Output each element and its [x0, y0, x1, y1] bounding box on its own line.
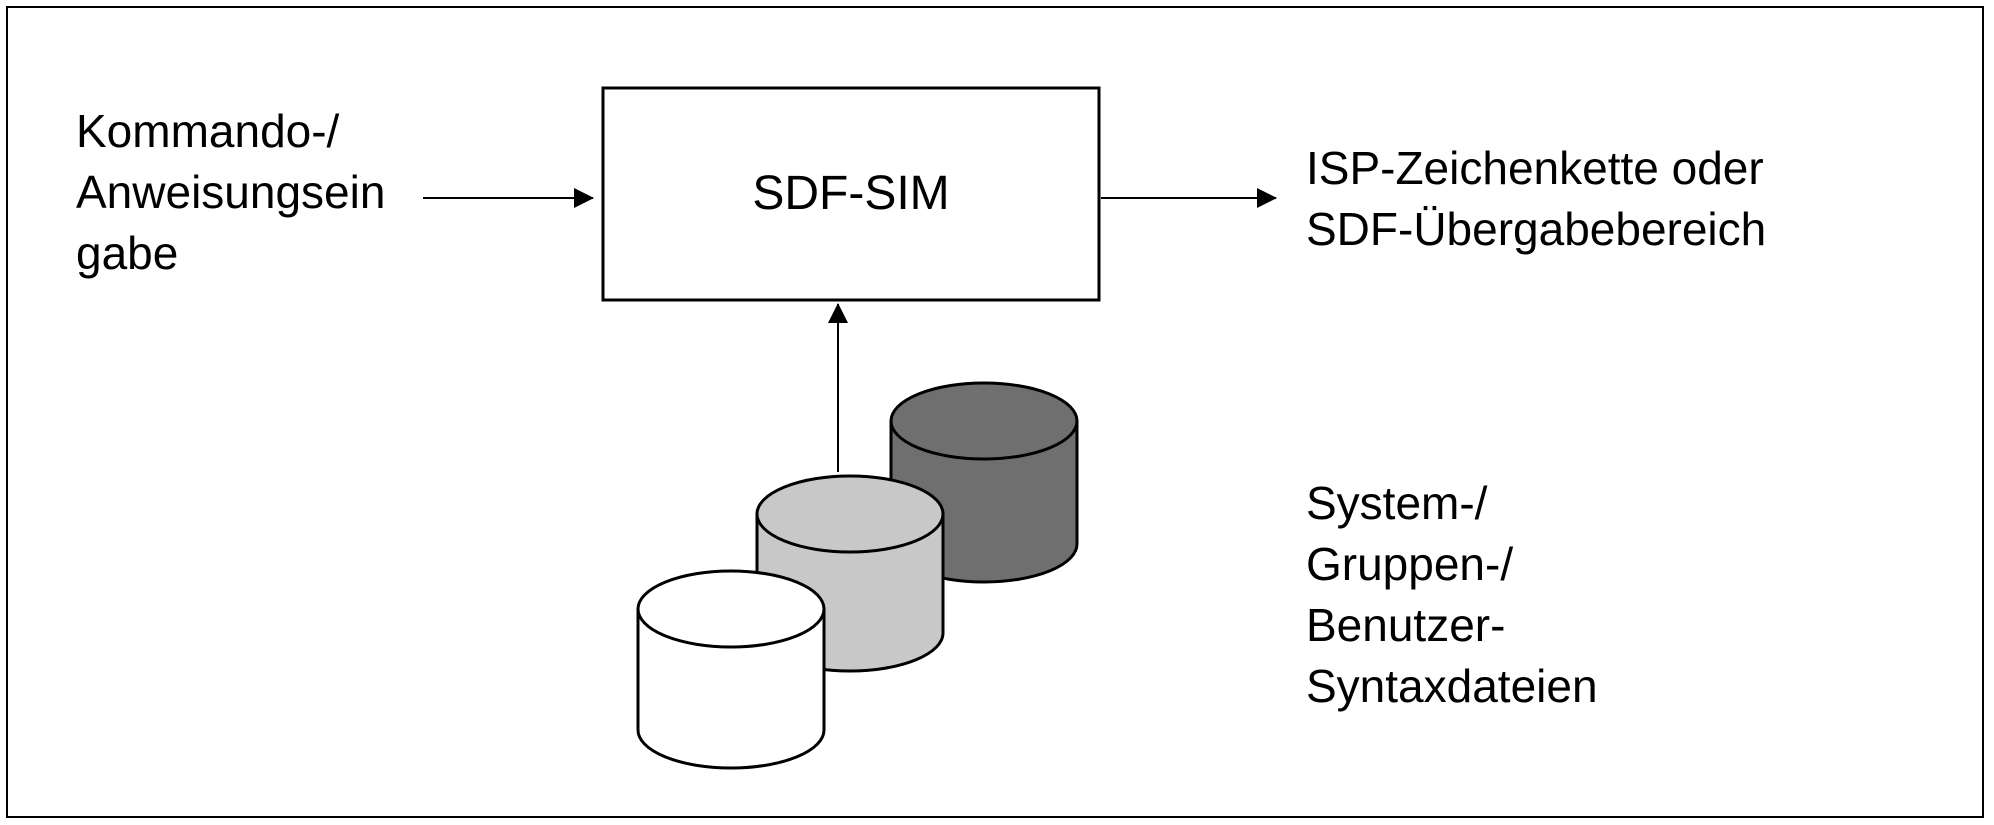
- syntax-files-label-line: Benutzer-: [1306, 599, 1506, 651]
- figure-frame: [6, 6, 1984, 818]
- user-syntax-file-cylinder: [636, 569, 826, 770]
- input-label-line: Anweisungsein: [76, 166, 386, 218]
- output-label: ISP-Zeichenkette oder SDF-Übergabebereic…: [1306, 138, 1766, 260]
- syntax-files-label-line: Gruppen-/: [1306, 538, 1514, 590]
- syntax-files-label-line: Syntaxdateien: [1306, 660, 1598, 712]
- sdf-sim-box: [601, 86, 1101, 302]
- output-label-line: SDF-Übergabebereich: [1306, 203, 1767, 255]
- input-label-line: Kommando-/: [76, 105, 340, 157]
- sdf-sim-label: SDF-SIM: [752, 166, 950, 220]
- syntax-files-label: System-/ Gruppen-/ Benutzer- Syntaxdatei…: [1306, 473, 1598, 717]
- output-label-line: ISP-Zeichenkette oder: [1306, 142, 1764, 194]
- syntax-files-label-line: System-/: [1306, 477, 1488, 529]
- input-label: Kommando-/ Anweisungsein gabe: [76, 101, 385, 284]
- input-label-line: gabe: [76, 227, 179, 279]
